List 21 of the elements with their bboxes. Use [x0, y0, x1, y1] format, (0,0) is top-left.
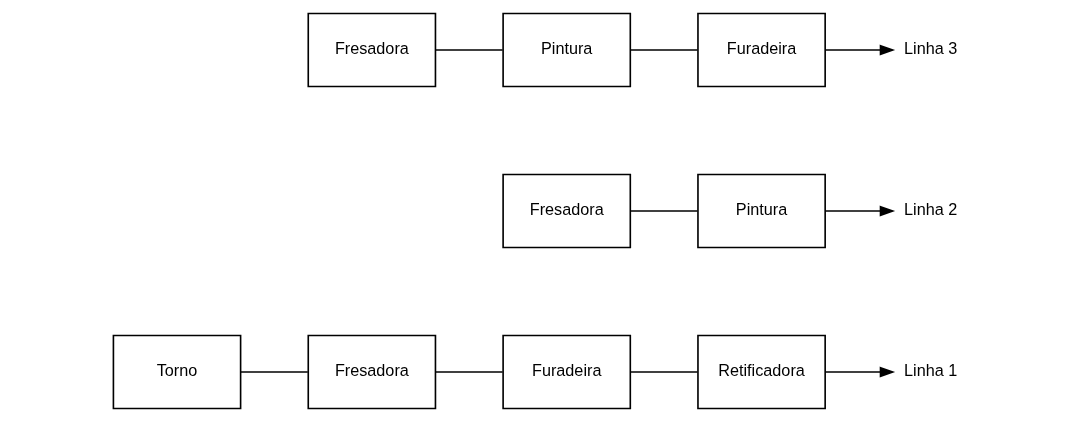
node-box: Retificadora	[696, 334, 826, 410]
node-box: Furadeira	[696, 12, 826, 88]
node-box: Pintura	[696, 173, 826, 249]
node-box: Fresadora	[306, 334, 436, 410]
arrow	[824, 366, 895, 378]
node-box: Fresadora	[501, 173, 631, 249]
connector	[434, 49, 503, 51]
node-text: Linha 1	[903, 361, 957, 380]
arrow	[824, 44, 895, 56]
connector	[239, 371, 309, 373]
connector	[434, 371, 503, 373]
connector	[629, 371, 698, 373]
node-box: Furadeira	[501, 334, 631, 410]
node-box: Pintura	[501, 12, 631, 88]
node-box: Fresadora	[306, 12, 436, 88]
node-box: Torno	[112, 334, 241, 410]
arrow	[824, 205, 895, 217]
connector	[629, 49, 698, 51]
node-text: Linha 2	[903, 200, 957, 219]
connector	[629, 210, 698, 212]
node-text: Linha 3	[903, 39, 957, 58]
